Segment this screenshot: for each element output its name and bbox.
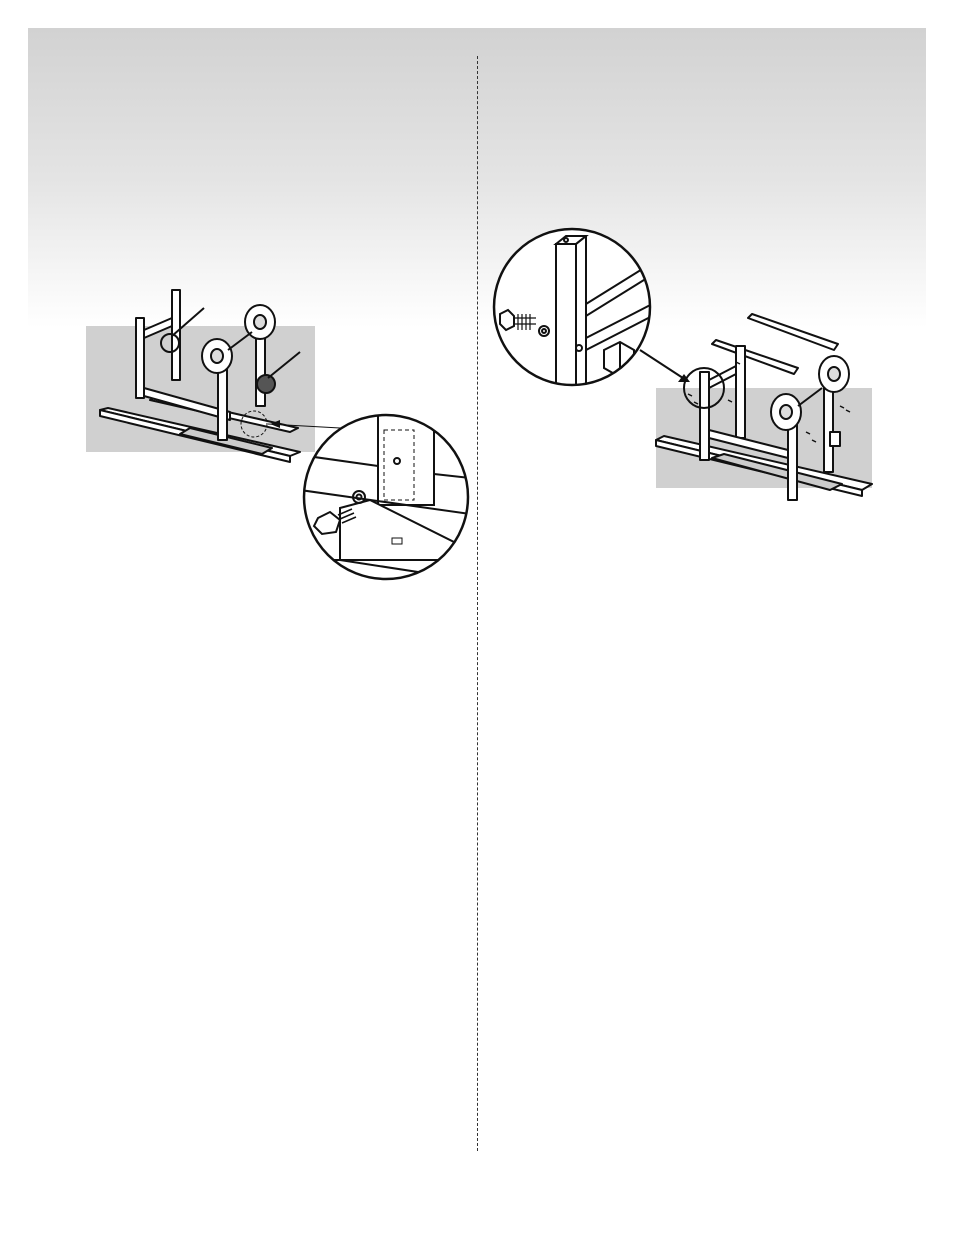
- step-left-illustration: [0, 0, 477, 600]
- step-right-illustration: [477, 0, 954, 600]
